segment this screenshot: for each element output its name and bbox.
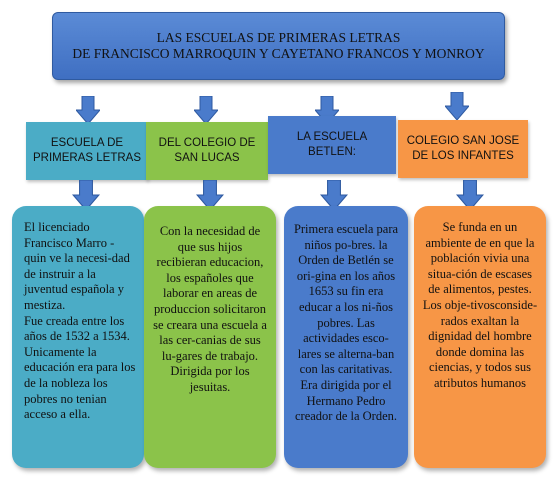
down-arrow-icon [72, 180, 100, 210]
column-1-header: ESCUELA DE PRIMERAS LETRAS [26, 122, 148, 180]
column-1-header-line-1: ESCUELA DE [50, 137, 124, 149]
column-3-body: Primera escuela para niños po-bres. la O… [284, 206, 408, 468]
down-arrow-icon [320, 180, 348, 210]
column-2-header: DEL COLEGIO DE SAN LUCAS [146, 122, 268, 180]
column-4-paragraph-1: Se funda en un ambiente de en que la pob… [425, 220, 535, 297]
down-arrow-icon [445, 92, 469, 120]
down-arrow-icon [196, 180, 224, 210]
down-arrow-icon [194, 96, 218, 124]
column-1-body: El licenciado Francisco Marro -quin ve l… [12, 206, 144, 468]
column-3-paragraph-1: Primera escuela para niños po-bres. la O… [293, 222, 399, 424]
down-arrow-icon [76, 96, 100, 124]
column-2-paragraph-1: Con la necesidad de que sus hijos recibi… [153, 224, 267, 363]
column-1-header-line-2: PRIMERAS LETRAS [33, 152, 141, 164]
column-1-paragraph-2: Fue creada entre los años de 1532 a 1534… [24, 313, 136, 422]
column-4-header: COLEGIO SAN JOSE DE LOS INFANTES [398, 120, 528, 178]
column-3-header-line-1: LA ESCUELA BETLEN: [296, 131, 368, 158]
column-2-paragraph-2: Dirigida por los jesuitas. [170, 364, 250, 394]
title-line-1: LAS ESCUELAS DE PRIMERAS LETRAS [156, 30, 401, 45]
column-4-header-line-1: COLEGIO SAN JOSE [406, 135, 520, 147]
column-3-header: LA ESCUELA BETLEN: [268, 116, 396, 174]
column-2-body: Con la necesidad de que sus hijos recibi… [144, 206, 276, 468]
column-1-paragraph-1: El licenciado Francisco Marro -quin ve l… [24, 220, 130, 312]
column-2-header-line-2: SAN LUCAS [174, 152, 240, 164]
column-4-body: Se funda en un ambiente de en que la pob… [414, 206, 546, 468]
diagram-title: LAS ESCUELAS DE PRIMERAS LETRAS DE FRANC… [52, 12, 505, 80]
column-4-paragraph-2: Los obje-tivosconside-rados exaltan la d… [422, 297, 538, 390]
down-arrow-icon [456, 180, 484, 210]
column-2-header-line-1: DEL COLEGIO DE [158, 137, 256, 149]
title-line-2: DE FRANCISCO MARROQUIN Y CAYETANO FRANCO… [72, 46, 485, 61]
column-4-header-line-2: DE LOS INFANTES [412, 150, 514, 162]
